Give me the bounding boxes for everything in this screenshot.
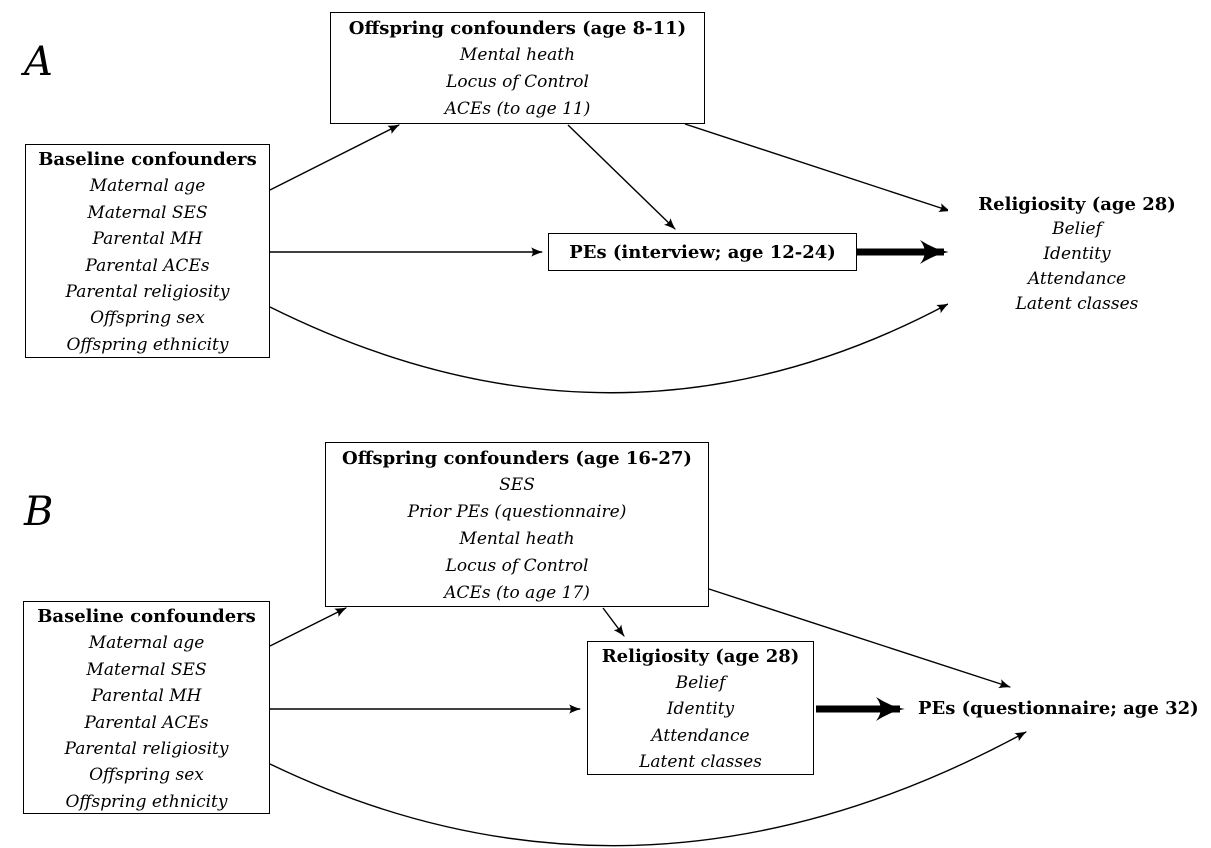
node-title: Religiosity (age 28) <box>978 194 1176 215</box>
node-title: Religiosity (age 28) <box>601 646 800 667</box>
node-a-offspring-confounders: Offspring confounders (age 8-11) Mental … <box>330 12 705 124</box>
arrow-b-baseline-to-offspring <box>269 607 348 647</box>
node-b-baseline-confounders: Baseline confounders Maternal age Matern… <box>23 601 270 814</box>
node-item: Latent classes <box>639 751 762 772</box>
node-item: Parental religiosity <box>64 739 229 760</box>
panel-b-label: B <box>24 489 54 535</box>
node-title: Offspring confounders (age 8-11) <box>348 18 687 39</box>
node-item: Parental MH <box>92 229 203 250</box>
node-item: Parental MH <box>91 686 202 707</box>
node-item: Identity <box>666 699 735 720</box>
node-item: Mental heath <box>459 45 576 65</box>
node-title: Offspring confounders (age 16-27) <box>342 448 692 469</box>
node-item: Prior PEs (questionnaire) <box>407 502 627 522</box>
node-item: Attendance <box>1027 269 1127 289</box>
node-item: Maternal age <box>88 633 205 654</box>
node-b-pes: PEs (questionnaire; age 32) <box>918 697 1211 721</box>
node-title: PEs (interview; age 12-24) <box>569 241 836 263</box>
panel-a-label: A <box>24 39 53 85</box>
node-item: Offspring ethnicity <box>66 334 229 355</box>
arrow-a-offspring-to-religiosity <box>684 123 952 213</box>
node-item: ACEs (to age 17) <box>444 583 590 603</box>
node-title: Baseline confounders <box>37 606 256 627</box>
node-item: Maternal SES <box>87 202 208 223</box>
node-title: PEs (questionnaire; age 32) <box>918 698 1199 719</box>
node-title: Baseline confounders <box>38 149 257 170</box>
node-item: Identity <box>1043 244 1111 264</box>
node-item: Mental heath <box>459 529 575 549</box>
node-item: Offspring ethnicity <box>65 791 228 812</box>
arrow-b-offspring-to-pes <box>708 588 1012 689</box>
arrow-a-offspring-to-pes <box>567 124 676 230</box>
node-item: Attendance <box>651 725 750 746</box>
node-a-baseline-confounders: Baseline confounders Maternal age Matern… <box>25 144 270 358</box>
node-item: SES <box>499 475 535 495</box>
node-item: Maternal SES <box>86 659 207 680</box>
node-item: Locus of Control <box>445 556 589 576</box>
node-item: Offspring sex <box>89 765 204 786</box>
node-item: ACEs (to age 11) <box>444 99 591 119</box>
node-item: Offspring sex <box>90 308 205 329</box>
node-item: Parental ACEs <box>85 255 210 276</box>
node-item: Belief <box>1052 219 1102 239</box>
arrow-b-baseline-to-pes-curved <box>269 731 1028 847</box>
arrow-b-offspring-to-religiosity <box>602 607 625 638</box>
arrow-a-baseline-to-offspring <box>269 124 401 191</box>
node-a-pes: PEs (interview; age 12-24) <box>548 233 857 271</box>
node-item: Parental religiosity <box>65 282 230 303</box>
arrow-a-baseline-to-religiosity-curved <box>269 303 950 394</box>
node-item: Maternal age <box>89 176 206 197</box>
node-a-religiosity: Religiosity (age 28) Belief Identity Att… <box>948 192 1206 317</box>
node-b-offspring-confounders: Offspring confounders (age 16-27) SES Pr… <box>325 442 709 607</box>
node-b-religiosity: Religiosity (age 28) Belief Identity Att… <box>587 641 814 775</box>
node-item: Parental ACEs <box>84 712 209 733</box>
node-item: Locus of Control <box>446 72 589 92</box>
node-item: Latent classes <box>1015 294 1139 314</box>
node-item: Belief <box>675 673 726 694</box>
